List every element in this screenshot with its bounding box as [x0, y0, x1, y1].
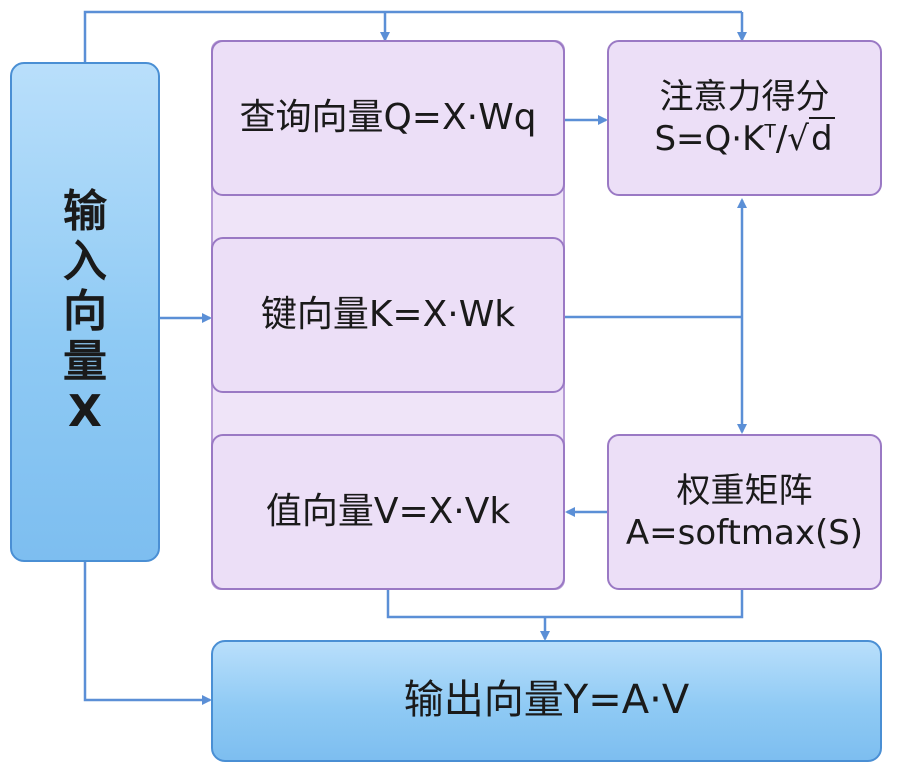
input-char-4: 量: [63, 336, 107, 388]
weight-matrix-box: 权重矩阵 A=softmax(S): [607, 434, 882, 590]
arrow-merge-line: [386, 590, 744, 619]
key-vector-box: 键向量K=X·Wk: [211, 237, 565, 393]
score-formula: S=Q·KT/√d: [654, 117, 835, 161]
arrow-input-to-output: [83, 562, 212, 705]
score-formula-sup: T: [764, 121, 776, 143]
query-label: 查询向量Q=X·Wq: [239, 96, 537, 138]
weights-title: 权重矩阵: [676, 470, 813, 511]
score-formula-mid: /√: [775, 119, 809, 159]
value-vector-box: 值向量V=X·Vk: [211, 434, 565, 590]
value-label: 值向量V=X·Vk: [265, 490, 511, 532]
input-char-1: 输: [63, 185, 107, 237]
output-label: 输出向量Y=A·V: [403, 677, 690, 724]
score-formula-lhs: S=Q·K: [654, 119, 765, 159]
output-vector-box: 输出向量Y=A·V: [211, 640, 882, 762]
arrow-input-top-line: [83, 10, 742, 62]
key-label: 键向量K=X·Wk: [260, 293, 516, 335]
attention-score-box: 注意力得分 S=Q·KT/√d: [607, 40, 882, 196]
weights-formula: A=softmax(S): [625, 513, 864, 553]
score-formula-radicand: d: [808, 117, 835, 159]
input-char-3: 向: [63, 285, 107, 337]
input-char-5: X: [68, 386, 102, 438]
query-vector-box: 查询向量Q=X·Wq: [211, 40, 565, 196]
input-char-2: 入: [63, 235, 107, 287]
input-vector-box: 输 入 向 量 X: [10, 62, 160, 562]
score-title: 注意力得分: [659, 76, 830, 117]
